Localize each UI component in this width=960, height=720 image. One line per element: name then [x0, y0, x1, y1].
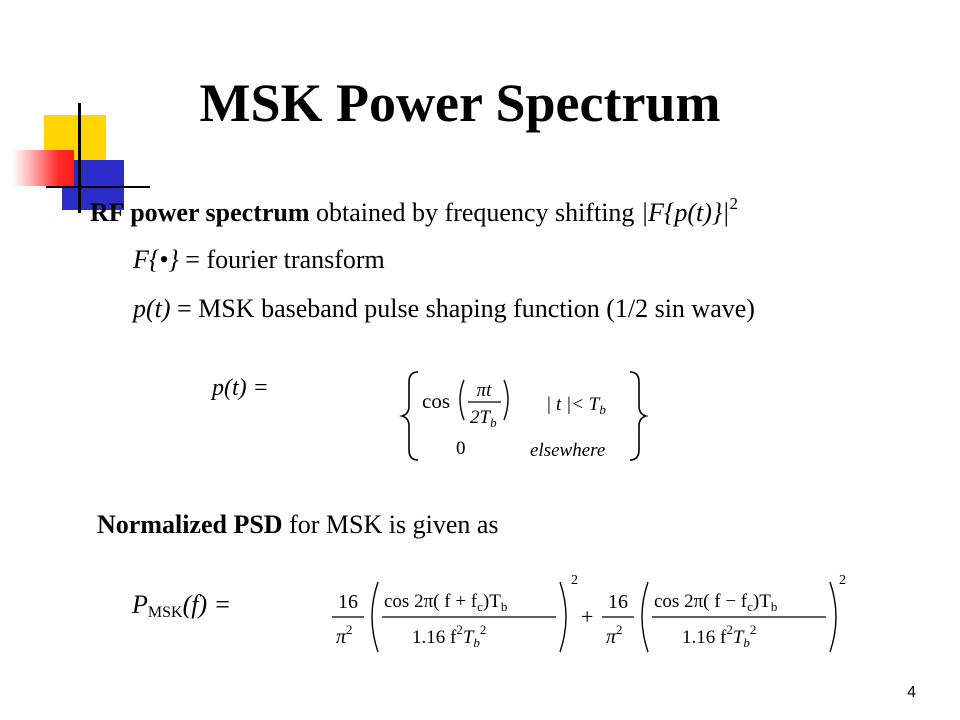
psd-label-p: P — [132, 590, 148, 619]
cos-function: cos — [422, 389, 450, 413]
rf-power-spectrum-line: RF power spectrum obtained by frequency … — [90, 194, 738, 228]
rf-power-spectrum-formula: |F{p(t)}| — [640, 198, 730, 227]
coef1-numerator: 16 — [338, 591, 358, 613]
term2-open-paren — [641, 581, 649, 653]
decor-horizontal-line — [46, 186, 150, 188]
rf-power-spectrum-bold: RF power spectrum — [90, 198, 310, 227]
two-t-denominator: 2Tb — [470, 407, 497, 430]
fourier-symbol: F{•} — [133, 245, 179, 274]
term1-denominator: 1.16 f2Tb2 — [412, 622, 486, 650]
case2-condition: elsewhere — [530, 440, 605, 461]
term1-close-paren — [559, 581, 567, 653]
case1-condition: | t |< Tb — [546, 394, 606, 417]
pulse-symbol: p(t) — [133, 294, 171, 323]
term1-numerator: cos 2π( f + fc)Tb — [384, 591, 507, 614]
case2-value: 0 — [456, 438, 466, 459]
term2-denominator: 1.16 f2Tb2 — [682, 622, 756, 650]
term2-square: 2 — [839, 573, 846, 588]
rf-power-spectrum-exponent: 2 — [729, 194, 738, 213]
left-brace — [399, 371, 419, 461]
pi-t-numerator: πt — [477, 380, 493, 401]
fourier-text: = fourier transform — [178, 245, 385, 274]
decor-vertical-line — [78, 103, 81, 213]
fourier-definition-line: F{•} = fourier transform — [133, 245, 385, 275]
pulse-equation-label: p(t) = — [212, 375, 269, 401]
decor-red-bar — [12, 150, 74, 186]
normalized-psd-bold: Normalized PSD — [97, 510, 283, 539]
coef1-denominator: π2 — [336, 622, 353, 648]
psd-formula: 16 π2 cos 2π( f + fc)Tb 1.16 f2Tb2 2 + 1… — [332, 573, 846, 653]
psd-label-rest: (f) = — [182, 590, 232, 619]
right-brace — [629, 371, 648, 461]
plus-sign: + — [581, 604, 593, 629]
pulse-text: = MSK baseband pulse shaping function (1… — [170, 294, 755, 323]
normalized-psd-text: for MSK is given as — [282, 510, 499, 539]
pulse-definition-line: p(t) = MSK baseband pulse shaping functi… — [133, 294, 755, 324]
psd-label-subscript: MSK — [147, 604, 183, 621]
term2-numerator: cos 2π( f − fc)Tb — [654, 591, 777, 614]
psd-equation-label: PMSK(f) = — [132, 590, 231, 622]
rf-power-spectrum-text: obtained by frequency shifting — [309, 198, 641, 227]
term2-close-paren — [829, 581, 837, 653]
pulse-piecewise-equation: cos πt 2Tb | t |< Tb 0 elsewhere — [399, 371, 648, 461]
term1-square: 2 — [571, 573, 578, 588]
coef2-denominator: π2 — [606, 622, 623, 648]
page-number: 4 — [907, 684, 916, 701]
coef2-numerator: 16 — [608, 591, 628, 613]
normalized-psd-line: Normalized PSD for MSK is given as — [97, 510, 499, 540]
slide-title: MSK Power Spectrum — [199, 73, 721, 133]
open-paren — [459, 379, 465, 421]
term1-open-paren — [371, 581, 379, 653]
close-paren — [503, 379, 509, 421]
